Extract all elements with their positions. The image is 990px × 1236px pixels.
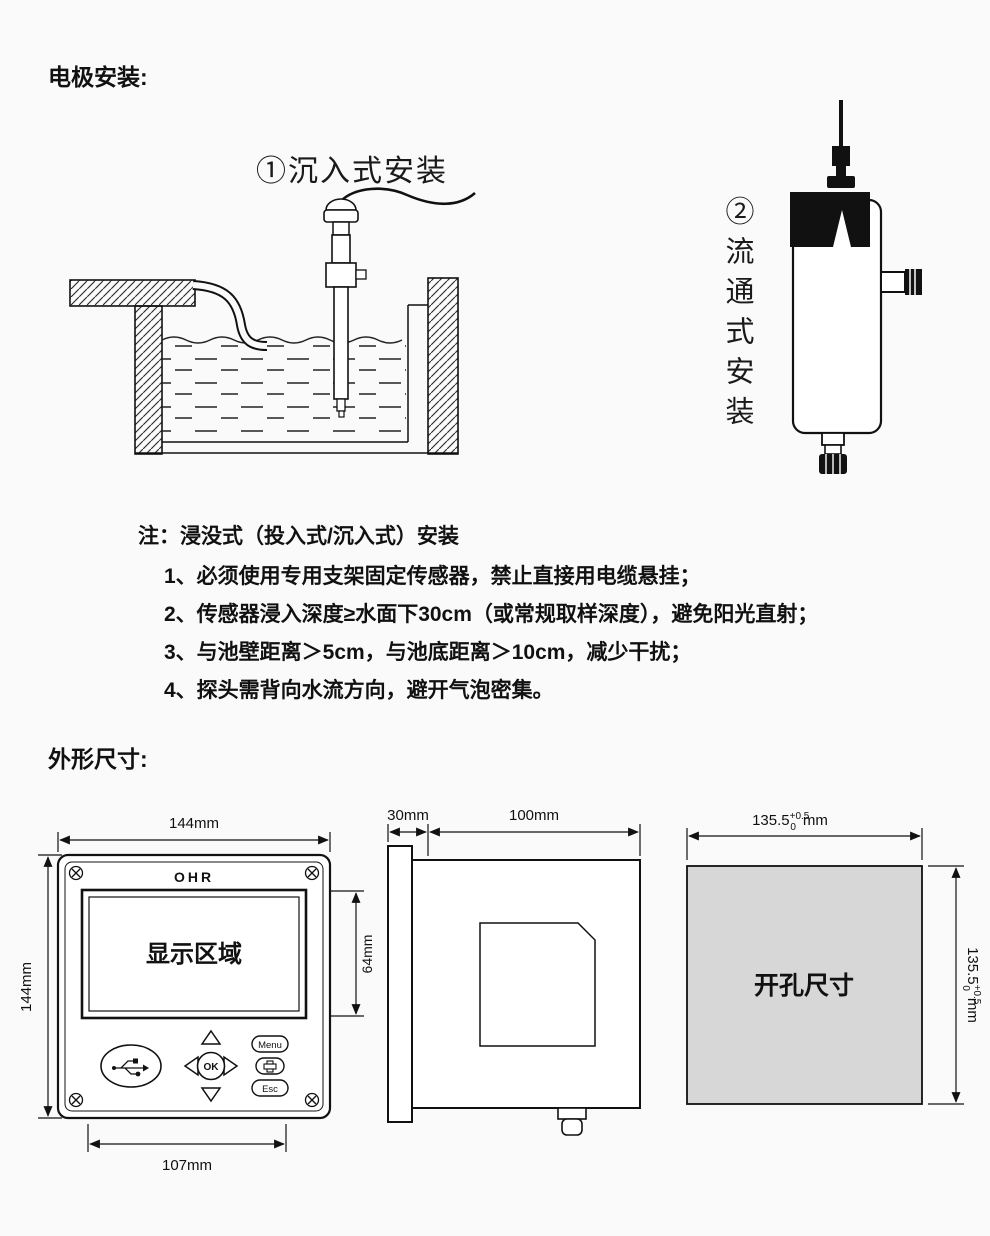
display-screen xyxy=(88,896,300,1012)
cable-gland-base xyxy=(557,1107,587,1120)
installation-notes: 注：浸没式（投入式/沉入式）安装 1、必须使用专用支架固定传感器，禁止直接用电缆… xyxy=(138,518,958,710)
front-bezel xyxy=(387,845,413,1123)
immersion-installation-diagram xyxy=(69,187,476,455)
note-item: 2、传感器浸入深度≥水面下30cm（或常规取样深度），避免阳光直射； xyxy=(164,603,819,626)
ok-key xyxy=(196,1051,226,1081)
depth-dimensions: 30mm 100mm xyxy=(387,807,641,856)
nav-keys xyxy=(183,1029,239,1103)
side-view-drawing: 30mm 100mm xyxy=(387,807,641,1136)
clamp-screw xyxy=(355,269,367,280)
cutout-height-dimension: 135.5+0.50mm xyxy=(928,865,982,1105)
esc-key-label: Esc xyxy=(262,1084,278,1095)
ok-key-label: OK xyxy=(204,1062,220,1073)
immersion-diagram-title: ①沉入式安装 xyxy=(256,155,448,188)
usb-port xyxy=(100,1044,162,1088)
down-arrow-key xyxy=(200,1087,222,1103)
display-area-label: 显示区域 xyxy=(146,941,242,968)
side-port-nut xyxy=(905,269,922,295)
note-item: 1、必须使用专用支架固定传感器，禁止直接用电缆悬挂； xyxy=(164,565,701,588)
flow-diagram-title: ②流通式安装 xyxy=(721,196,753,436)
tank-left-wall xyxy=(134,305,163,455)
note-item: 3、与池壁距离＞5cm，与池底距离＞10cm，减少干扰； xyxy=(164,641,692,664)
notes-heading: 注：浸没式（投入式/沉入式）安装 xyxy=(138,525,459,548)
corner-screws xyxy=(68,865,320,1108)
brand-logo: OHR xyxy=(174,869,214,885)
usb-icon xyxy=(112,1058,149,1077)
front-height-dim-label: 144mm xyxy=(18,962,35,1012)
immersion-sensor xyxy=(323,198,367,418)
deck-ledge xyxy=(69,279,196,307)
instrument-front-panel: OHR 显示区域 xyxy=(56,853,332,1120)
electrode-install-heading: 电极安装: xyxy=(48,64,148,90)
housing-detail xyxy=(479,922,596,1047)
body-depth-dim-label: 100mm xyxy=(509,807,559,824)
up-arrow-key xyxy=(200,1029,222,1045)
front-view-drawing: 144mm 144mm 64mm 107mm xyxy=(18,815,375,1174)
cable-connector xyxy=(832,146,850,166)
sensor-clamp xyxy=(325,262,357,288)
function-keys xyxy=(251,1035,289,1097)
display-height-dim-label: 64mm xyxy=(359,935,375,974)
water-dashes xyxy=(162,345,406,440)
water-surface xyxy=(161,336,403,344)
instrument-side-profile xyxy=(387,845,641,1136)
sensor-tip xyxy=(338,410,345,418)
note-item: 4、探头需背向水流方向，避开气泡密集。 xyxy=(164,679,554,702)
tank-structure xyxy=(69,277,459,455)
front-height-dimension: 144mm xyxy=(18,854,62,1119)
flow-installation-diagram xyxy=(790,100,922,474)
printer-icon xyxy=(263,1060,277,1073)
cutout-height-dim-label: 135.5+0.50mm xyxy=(960,947,982,1023)
front-bottom-dimension: 107mm xyxy=(87,1124,287,1174)
display-height-dimension: 64mm xyxy=(310,890,375,1017)
menu-key xyxy=(251,1035,289,1053)
dimensions-heading: 外形尺寸: xyxy=(48,746,148,772)
bezel-depth-dim-label: 30mm xyxy=(387,807,429,824)
tank-right-wall xyxy=(427,277,459,455)
cable-gland xyxy=(561,1118,583,1136)
menu-key-label: Menu xyxy=(258,1040,282,1051)
bottom-fitting xyxy=(821,432,845,446)
cutout-label: 开孔尺寸 xyxy=(754,972,854,1000)
sensor-cable xyxy=(340,187,476,206)
front-width-dimension: 144mm xyxy=(57,815,331,852)
inlet-pipe xyxy=(192,280,268,351)
esc-key xyxy=(251,1079,289,1097)
front-width-dim-label: 144mm xyxy=(169,815,219,832)
cutout-square xyxy=(686,865,923,1105)
front-bottom-dim-label: 107mm xyxy=(162,1157,212,1174)
water xyxy=(161,336,406,440)
side-port xyxy=(880,271,906,293)
flow-cell-cap xyxy=(790,192,870,247)
flow-cell xyxy=(790,100,922,474)
